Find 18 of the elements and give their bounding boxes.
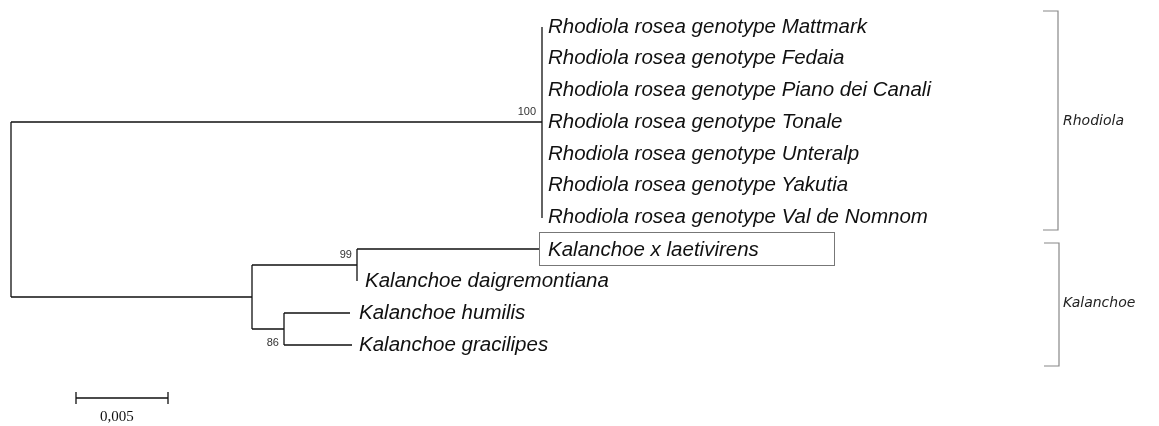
taxon-name: Kalanchoe x laetivirens [548, 237, 760, 261]
taxon-name: Kalanchoe gracilipes [359, 332, 549, 356]
taxon-name: Rhodiola rosea genotype Unteralp [548, 141, 860, 165]
scale-value: 0,005 [100, 407, 134, 425]
taxon-name: Rhodiola rosea genotype Mattmark [548, 14, 868, 38]
bootstrap-value: 99 [339, 247, 352, 261]
taxon-name: Kalanchoe daigremontiana [365, 268, 609, 292]
taxon-box [539, 232, 835, 266]
clade-name: Kalanchoe [1063, 293, 1136, 311]
taxon-name: Kalanchoe humilis [359, 300, 526, 324]
clade-name: Rhodiola [1063, 111, 1124, 129]
taxon-name: Rhodiola rosea genotype Fedaia [548, 45, 845, 69]
taxon-name: Rhodiola rosea genotype Val de Nomnom [548, 204, 928, 228]
taxon-name: Rhodiola rosea genotype Piano dei Canali [548, 77, 931, 101]
taxon-name: Rhodiola rosea genotype Tonale [548, 109, 843, 133]
taxon-name: Rhodiola rosea genotype Yakutia [548, 172, 849, 196]
bootstrap-value: 86 [266, 335, 279, 349]
bootstrap-value: 100 [517, 104, 536, 118]
